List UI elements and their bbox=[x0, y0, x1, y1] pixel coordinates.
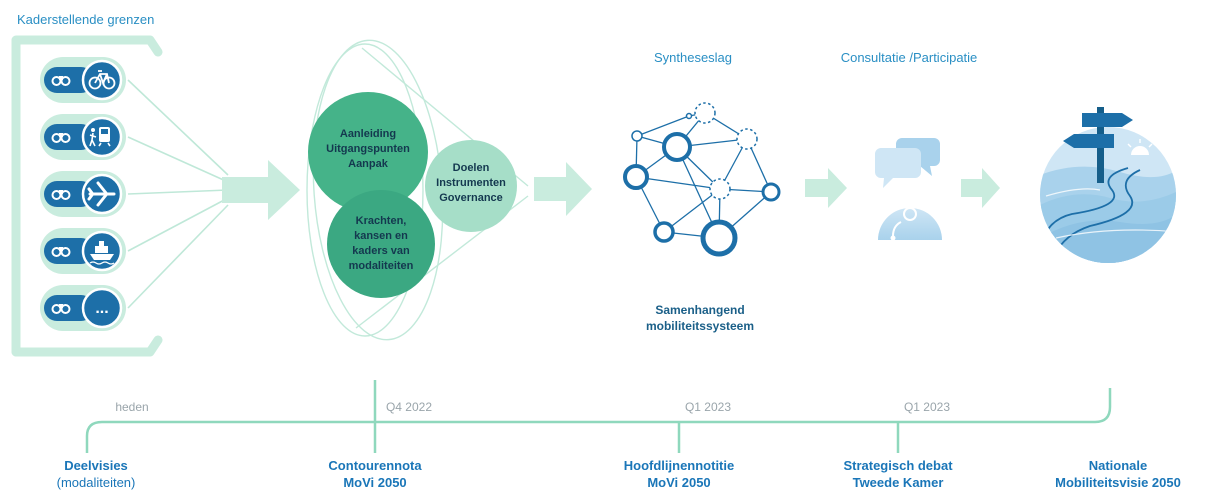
participant-icon bbox=[878, 207, 942, 241]
more-icon: ... bbox=[95, 300, 108, 317]
svg-text:kaders van: kaders van bbox=[352, 245, 410, 257]
svg-text:Instrumenten: Instrumenten bbox=[436, 177, 506, 189]
arrow-to-consultatie bbox=[805, 168, 847, 208]
svg-text:Strategisch debat: Strategisch debat bbox=[843, 458, 953, 473]
synthese-title: Syntheseslag bbox=[654, 50, 732, 65]
svg-text:Hoofdlijnennotitie: Hoofdlijnennotitie bbox=[624, 458, 734, 473]
svg-text:Governance: Governance bbox=[439, 192, 503, 204]
binoculars-icon bbox=[51, 190, 71, 200]
circle-aanleiding: Aanleiding Uitgangspunten Aanpak bbox=[308, 92, 428, 212]
svg-text:Deelvisies: Deelvisies bbox=[64, 458, 128, 473]
svg-text:Nationale: Nationale bbox=[1089, 458, 1148, 473]
train-pedestrian-icon bbox=[89, 127, 111, 147]
bicycle-icon bbox=[88, 70, 116, 90]
milestone-strategisch-debat: Strategisch debat Tweede Kamer bbox=[843, 458, 953, 490]
ship-icon bbox=[89, 241, 115, 265]
svg-text:Uitgangspunten: Uitgangspunten bbox=[326, 143, 410, 155]
speech-bubbles-icon bbox=[875, 138, 940, 188]
timeline-line bbox=[85, 380, 1112, 453]
more-symbol: ... bbox=[95, 300, 108, 317]
svg-text:Tweede Kamer: Tweede Kamer bbox=[853, 475, 944, 490]
tick-heden: heden bbox=[115, 400, 148, 414]
binoculars-icon bbox=[51, 76, 71, 86]
milestone-contourennota: Contourennota MoVi 2050 bbox=[328, 458, 422, 490]
boundary-bracket bbox=[11, 35, 163, 357]
modality-list: ... bbox=[40, 57, 126, 331]
binoculars-icon bbox=[51, 304, 71, 314]
svg-text:Doelen: Doelen bbox=[453, 162, 490, 174]
network-caption-line1: Samenhangend bbox=[655, 303, 744, 317]
circle-doelen: Doelen Instrumenten Governance bbox=[425, 140, 517, 232]
svg-text:Contourennota: Contourennota bbox=[328, 458, 422, 473]
kaderstellende-label: Kaderstellende grenzen bbox=[17, 12, 154, 27]
modality-pill bbox=[40, 57, 126, 103]
svg-text:MoVi 2050: MoVi 2050 bbox=[343, 475, 406, 490]
svg-text:Aanleiding: Aanleiding bbox=[340, 128, 396, 140]
svg-text:modaliteiten: modaliteiten bbox=[349, 260, 414, 272]
svg-text:Krachten,: Krachten, bbox=[356, 215, 407, 227]
circle-krachten: Krachten, kansen en kaders van modalitei… bbox=[327, 190, 435, 298]
network-caption-line2: mobiliteitssysteem bbox=[646, 319, 754, 333]
modality-pill: ... bbox=[40, 285, 126, 331]
arrow-to-synthese bbox=[534, 162, 592, 216]
svg-text:Aanpak: Aanpak bbox=[348, 158, 389, 170]
svg-text:kansen en: kansen en bbox=[354, 230, 408, 242]
tick-q4-2022: Q4 2022 bbox=[386, 400, 432, 414]
modality-pill bbox=[40, 171, 126, 217]
svg-text:(modaliteiten): (modaliteiten) bbox=[57, 475, 136, 490]
milestone-deelvisies: Deelvisies (modaliteiten) bbox=[57, 458, 136, 490]
tick-q1-2023-b: Q1 2023 bbox=[904, 400, 950, 414]
modality-pill bbox=[40, 114, 126, 160]
network-graph bbox=[623, 102, 781, 257]
binoculars-icon bbox=[51, 247, 71, 257]
airplane-icon bbox=[87, 181, 116, 207]
binoculars-icon bbox=[51, 133, 71, 143]
consultatie-title: Consultatie /Participatie bbox=[841, 50, 978, 65]
modality-connectors bbox=[127, 79, 229, 309]
arrow-to-contour bbox=[222, 160, 300, 220]
svg-text:MoVi 2050: MoVi 2050 bbox=[647, 475, 710, 490]
modality-pill bbox=[40, 228, 126, 274]
landscape-signpost-icon bbox=[1040, 107, 1176, 263]
svg-text:Mobiliteitsvisie 2050: Mobiliteitsvisie 2050 bbox=[1055, 475, 1181, 490]
milestone-nationale-visie: Nationale Mobiliteitsvisie 2050 bbox=[1055, 458, 1181, 490]
tick-q1-2023-a: Q1 2023 bbox=[685, 400, 731, 414]
milestone-hoofdlijnennotitie: Hoofdlijnennotitie MoVi 2050 bbox=[624, 458, 734, 490]
arrow-to-visie bbox=[961, 168, 1000, 208]
